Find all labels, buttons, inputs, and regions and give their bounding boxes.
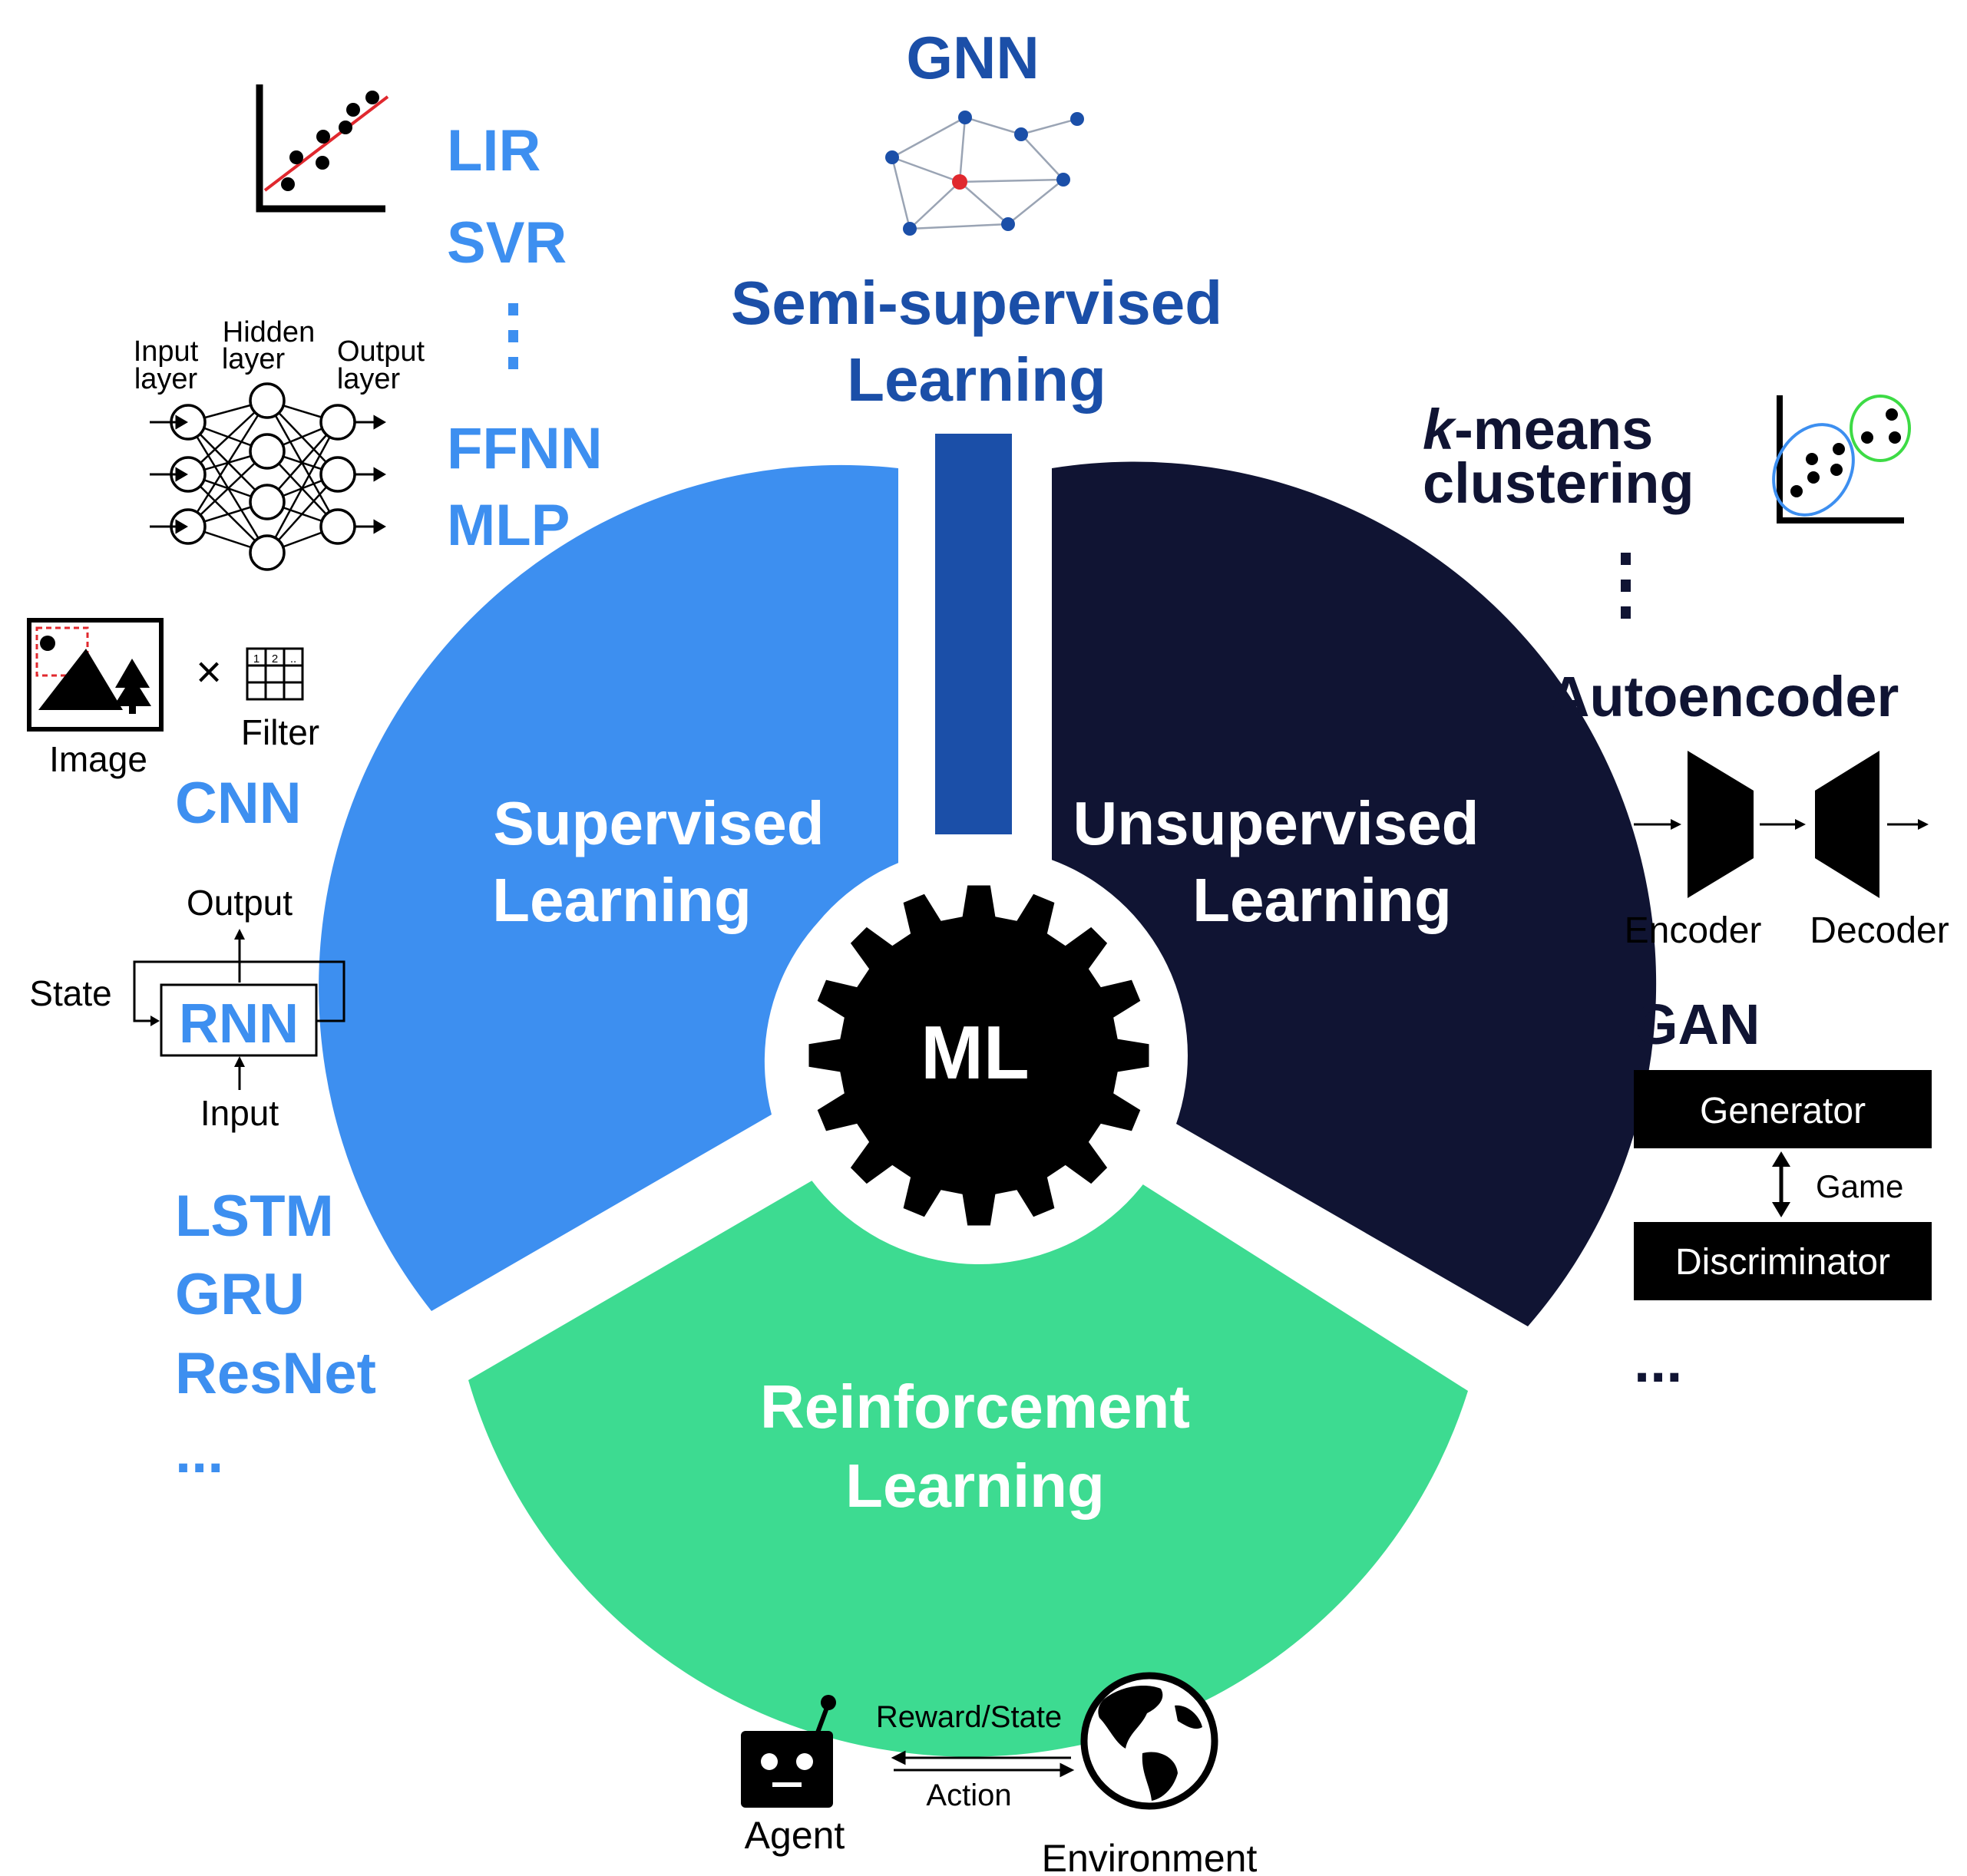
rnn-label: RNN xyxy=(179,993,299,1055)
nn-node xyxy=(249,382,286,419)
linear-regression-icon xyxy=(256,84,389,213)
vertical-ellipsis-icon xyxy=(508,303,518,369)
clustering-label: clustering xyxy=(1423,451,1694,515)
rnn-output-label: Output xyxy=(187,883,293,923)
resnet-label: ResNet xyxy=(175,1341,376,1406)
semi-supervised-bar xyxy=(935,434,1012,834)
gan-label: GAN xyxy=(1634,992,1760,1056)
semi-supervised-label-line1: Semi-supervised xyxy=(731,269,1222,337)
generator-label: Generator xyxy=(1700,1091,1866,1131)
nn-node xyxy=(249,534,286,571)
environment-label: Environment xyxy=(1042,1837,1258,1876)
autoencoder-label: Autoencoder xyxy=(1549,665,1899,728)
rnn-state-label: State xyxy=(29,973,111,1013)
nn-hidden-label-1: Hidden xyxy=(223,316,315,348)
autoencoder-icon xyxy=(1634,751,1929,898)
filter-cell-2: 2 xyxy=(272,652,278,666)
supervised-label-line2: Learning xyxy=(492,866,752,934)
reward-state-label: Reward/State xyxy=(876,1700,1062,1734)
filter-label: Filter xyxy=(241,712,319,752)
gan-diagram: Generator Game Discriminator xyxy=(1634,1070,1932,1300)
gnn-label: GNN xyxy=(906,24,1039,91)
supervised-learning-sector xyxy=(319,464,898,1311)
ml-center-label: ML xyxy=(921,1010,1030,1095)
game-label: Game xyxy=(1816,1168,1903,1204)
rnn-diagram: Output State RNN Input xyxy=(29,883,345,1133)
kmeans-label: k-means xyxy=(1423,398,1653,461)
rnn-input-label: Input xyxy=(200,1093,279,1133)
unsupervised-more-label: ... xyxy=(1634,1329,1682,1395)
nn-hidden-label-2: layer xyxy=(222,343,286,375)
gru-label: GRU xyxy=(175,1262,305,1327)
unsupervised-label-line1: Unsupervised xyxy=(1073,789,1479,857)
nn-node xyxy=(319,404,356,441)
clustering-scatter-icon xyxy=(1772,395,1911,523)
nn-input-label-2: layer xyxy=(134,363,198,395)
action-label: Action xyxy=(926,1779,1011,1812)
discriminator-label: Discriminator xyxy=(1675,1242,1890,1283)
gear-icon xyxy=(808,885,1149,1226)
image-label: Image xyxy=(49,739,147,779)
nn-output-label-1: Output xyxy=(337,335,425,368)
filter-cell-1: 1 xyxy=(253,652,260,666)
agent-label: Agent xyxy=(745,1814,845,1857)
robot-agent-icon xyxy=(741,1695,836,1808)
reinforcement-label-line2: Learning xyxy=(845,1452,1105,1520)
reinforcement-label-line1: Reinforcement xyxy=(760,1372,1190,1441)
vertical-ellipsis-icon xyxy=(1621,553,1631,619)
encoder-label: Encoder xyxy=(1625,910,1762,951)
graph-network-icon xyxy=(885,111,1084,236)
image-icon xyxy=(27,618,164,732)
nn-connection xyxy=(187,400,269,527)
supervised-more-label: ... xyxy=(175,1420,223,1485)
nn-node xyxy=(249,433,286,470)
unsupervised-learning-sector xyxy=(1052,461,1657,1326)
reinforcement-learning-sector xyxy=(468,1173,1468,1757)
neural-network-icon: Input layer Hidden layer Output layer xyxy=(134,316,425,571)
globe-environment-icon xyxy=(1080,1672,1218,1810)
rl-arrows xyxy=(891,1750,1075,1778)
semi-supervised-label-line2: Learning xyxy=(847,345,1106,414)
times-symbol: × xyxy=(196,647,222,697)
nn-node xyxy=(319,508,356,545)
ffnn-label: FFNN xyxy=(447,416,603,481)
cnn-label: CNN xyxy=(175,771,302,836)
lstm-label: LSTM xyxy=(175,1184,334,1249)
lir-label: LIR xyxy=(447,118,541,183)
decoder-label: Decoder xyxy=(1810,910,1949,951)
nn-connection xyxy=(266,421,339,553)
filter-cell-3: .. xyxy=(290,652,296,666)
nn-node xyxy=(319,456,356,493)
nn-node xyxy=(249,484,286,520)
supervised-label-line1: Supervised xyxy=(493,789,824,857)
mlp-label: MLP xyxy=(447,493,570,558)
unsupervised-label-line2: Learning xyxy=(1192,866,1452,934)
filter-grid-icon xyxy=(246,647,304,701)
svr-label: SVR xyxy=(447,210,567,276)
nn-output-label-2: layer xyxy=(337,363,401,395)
nn-input-label-1: Input xyxy=(134,335,199,368)
